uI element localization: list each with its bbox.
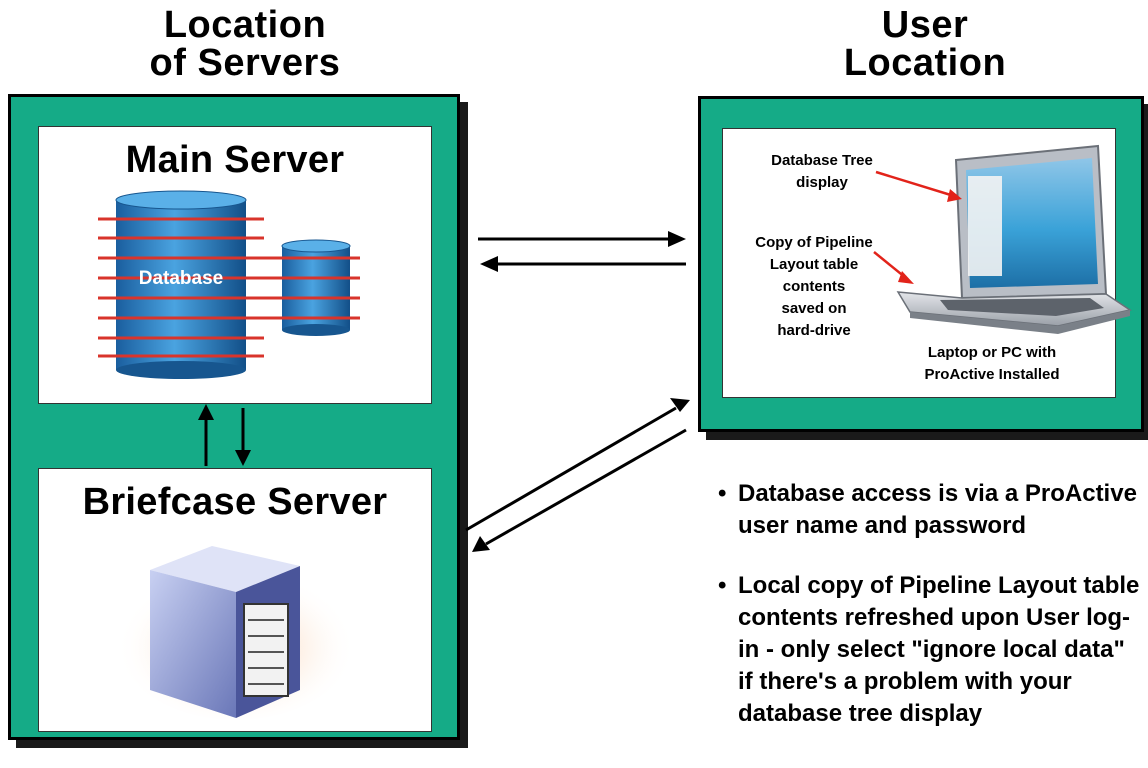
note-text: Local copy of Pipeline Layout table cont…	[738, 572, 1140, 727]
notes-list: • Database access is via a ProActive user…	[716, 478, 1146, 758]
laptop-icon	[896, 144, 1132, 334]
laptop-label-line-1: Laptop or PC with	[927, 344, 1057, 361]
database-label: Database	[138, 268, 224, 289]
left-heading: Location of Servers	[110, 6, 380, 82]
laptop-label: Laptop or PC with ProActive Installed	[892, 342, 1092, 386]
server-tower-icon	[116, 546, 356, 720]
database-tree-label: Database Tree display	[752, 150, 892, 194]
right-heading-line-2: Location	[843, 42, 1007, 84]
left-heading-line-2: of Servers	[149, 42, 341, 84]
laptop-label-line-2: ProActive Installed	[924, 366, 1060, 383]
main-server-arrows	[478, 231, 686, 272]
database-icon	[98, 190, 360, 379]
bullet-dot: •	[718, 572, 727, 599]
pipeline-copy-label: Copy of Pipeline Layout table contents s…	[730, 232, 898, 342]
note-text: Database access is via a ProActive user …	[738, 480, 1137, 539]
database-tree-label-line-2: display	[796, 174, 848, 191]
pointer-arrows	[873, 170, 962, 284]
briefcase-server-title: Briefcase Server	[82, 481, 388, 523]
right-heading: User Location	[790, 6, 1060, 82]
pipeline-copy-label-line-1: Copy of Pipeline	[755, 234, 873, 251]
briefcase-arrows	[465, 398, 690, 552]
pipeline-copy-label-line-3: contents	[782, 278, 846, 295]
database-tree-label-line-1: Database Tree	[771, 152, 873, 169]
main-server-title: Main Server	[125, 139, 345, 181]
left-heading-line-1: Location	[163, 4, 327, 46]
server-sync-arrows	[198, 404, 251, 466]
list-item: • Database access is via a ProActive user…	[716, 478, 1146, 542]
pipeline-copy-label-line-2: Layout table	[769, 256, 859, 273]
pipeline-copy-label-line-5: hard-drive	[777, 322, 851, 339]
list-item: • Local copy of Pipeline Layout table con…	[716, 570, 1146, 730]
pipeline-copy-label-line-4: saved on	[781, 300, 847, 317]
bullet-dot: •	[718, 480, 727, 507]
right-heading-line-1: User	[881, 4, 969, 46]
